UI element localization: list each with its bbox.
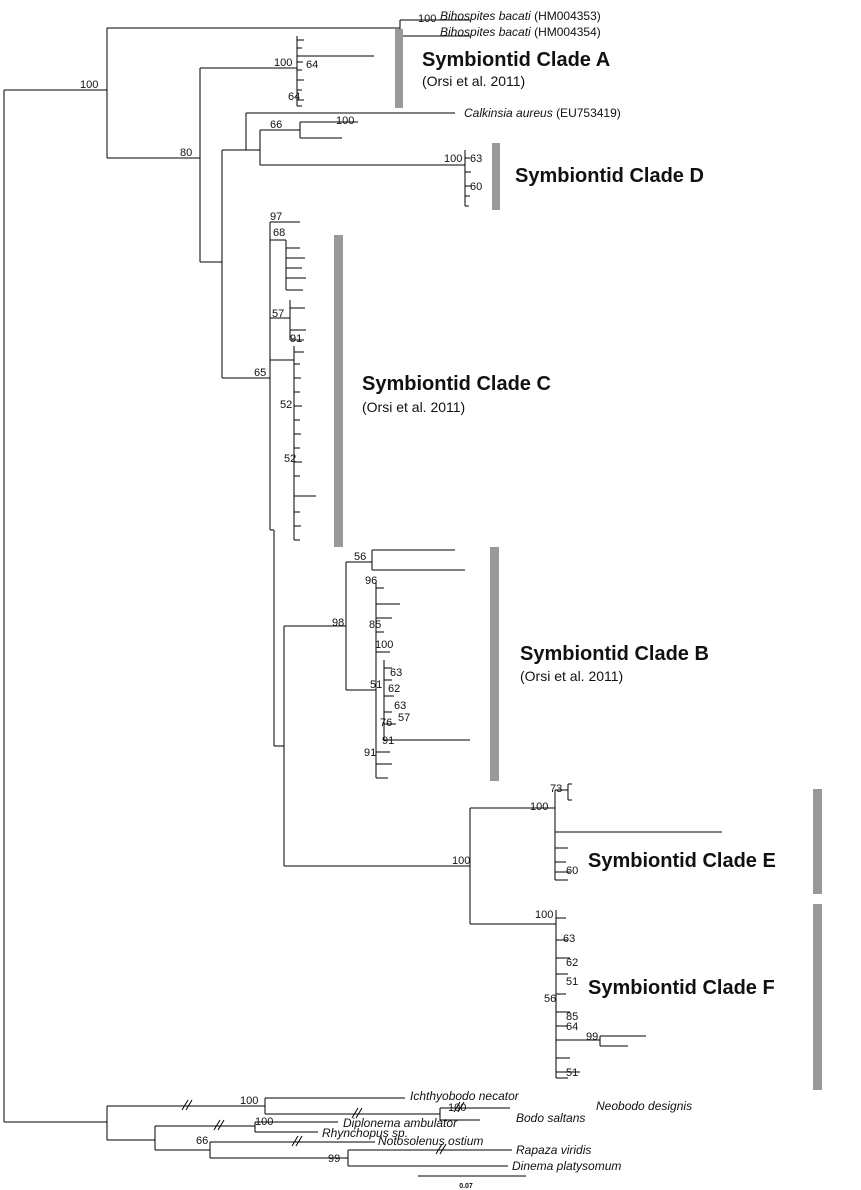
- bootstrap-label: 66: [196, 1135, 208, 1147]
- bootstrap-label: 63: [470, 153, 482, 165]
- clade-labels: Symbiontid Clade A (Orsi et al. 2011) Sy…: [362, 49, 776, 999]
- bootstrap-label: 100: [530, 801, 548, 813]
- clade-c-title: Symbiontid Clade C: [362, 373, 551, 395]
- bootstrap-label: 100: [535, 909, 553, 921]
- bootstrap-label: 97: [270, 211, 282, 223]
- bootstrap-label: 60: [566, 865, 578, 877]
- clade-f-bar: [813, 904, 822, 1090]
- clade-a-title: Symbiontid Clade A: [422, 49, 610, 71]
- bootstrap-label: 64: [306, 59, 318, 71]
- bootstrap-label: 68: [273, 227, 285, 239]
- clade-c-bar: [334, 235, 343, 547]
- tree-branches: [3, 19, 722, 1177]
- bootstrap-label: 100: [274, 57, 292, 69]
- taxon-rapaza: Rapaza viridis: [516, 1143, 591, 1157]
- bootstrap-label: 98: [332, 617, 344, 629]
- clade-a-subtitle: (Orsi et al. 2011): [422, 73, 525, 89]
- clade-b-title: Symbiontid Clade B: [520, 643, 709, 665]
- clade-b-subtitle: (Orsi et al. 2011): [520, 668, 623, 684]
- scale-bar-label: 0.07: [459, 1183, 473, 1190]
- bootstrap-label: 66: [270, 119, 282, 131]
- bootstrap-label: 91: [290, 333, 302, 345]
- bootstrap-label: 96: [365, 575, 377, 587]
- bootstrap-label: 56: [544, 993, 556, 1005]
- clade-b-bar: [490, 547, 499, 781]
- bootstrap-label: 60: [470, 181, 482, 193]
- bootstrap-label: 85: [369, 619, 381, 631]
- taxon-diplonema: Diplonema ambulator: [343, 1116, 458, 1130]
- clade-c-subtitle: (Orsi et al. 2011): [362, 399, 465, 415]
- taxon-neobodo: Neobodo designis: [596, 1099, 692, 1113]
- bootstrap-label: 76: [380, 717, 392, 729]
- bootstrap-label: 57: [398, 712, 410, 724]
- bootstrap-label: 57: [272, 308, 284, 320]
- bootstrap-label: 91: [364, 747, 376, 759]
- clade-bars: [334, 29, 822, 1090]
- bootstrap-label: 100: [448, 1102, 466, 1114]
- bootstrap-label: 63: [390, 667, 402, 679]
- clade-f-title: Symbiontid Clade F: [588, 977, 775, 999]
- bootstrap-label: 100: [80, 79, 98, 91]
- bootstrap-label: 63: [394, 700, 406, 712]
- bootstrap-label: 62: [388, 683, 400, 695]
- clade-d-bar: [492, 143, 500, 210]
- taxon-rhynchopus: Rhynchopus sp.: [322, 1126, 408, 1140]
- bootstrap-label: 51: [566, 976, 578, 988]
- taxon-bihospites-2: Bihospites bacati (HM004354): [440, 25, 601, 39]
- clade-e-title: Symbiontid Clade E: [588, 850, 776, 872]
- taxon-bihospites-1: Bihospites bacati (HM004353): [440, 9, 601, 23]
- bootstrap-label: 63: [563, 933, 575, 945]
- bootstrap-label: 64: [288, 91, 300, 103]
- clade-e-bar: [813, 789, 822, 894]
- taxon-dinema: Dinema platysomum: [512, 1159, 621, 1173]
- bootstrap-label: 56: [354, 551, 366, 563]
- bootstrap-label: 91: [382, 735, 394, 747]
- bootstrap-label: 100: [452, 855, 470, 867]
- clade-d-title: Symbiontid Clade D: [515, 165, 704, 187]
- bootstrap-label: 80: [180, 147, 192, 159]
- bootstrap-label: 52: [284, 453, 296, 465]
- bootstrap-label: 51: [566, 1067, 578, 1079]
- bootstrap-label: 100: [336, 115, 354, 127]
- bootstrap-label: 100: [444, 153, 462, 165]
- bootstrap-label: 100: [255, 1116, 273, 1128]
- bootstrap-label: 99: [328, 1153, 340, 1165]
- bootstrap-label: 64: [566, 1021, 578, 1033]
- bootstrap-label: 85: [566, 1011, 578, 1023]
- bootstrap-label: 100: [375, 639, 393, 651]
- taxon-bodo: Bodo saltans: [516, 1111, 585, 1125]
- taxon-ichthyobodo: Ichthyobodo necator: [410, 1089, 520, 1103]
- bootstrap-label: 100: [240, 1095, 258, 1107]
- bootstrap-label: 62: [566, 957, 578, 969]
- bootstrap-label: 100: [418, 13, 436, 25]
- bootstrap-label: 51: [370, 679, 382, 691]
- bootstrap-labels: 100 100 80 100 64 64 66 100 100 63 60 97…: [80, 13, 598, 1165]
- taxon-calkinsia: Calkinsia aureus (EU753419): [464, 106, 621, 120]
- bootstrap-label: 65: [254, 367, 266, 379]
- clade-a-bar: [395, 29, 403, 108]
- bootstrap-label: 73: [550, 783, 562, 795]
- taxon-notosolenus: Notosolenus ostium: [378, 1134, 483, 1148]
- taxon-labels: Bihospites bacati (HM004353) Bihospites …: [322, 9, 692, 1173]
- bootstrap-label: 52: [280, 399, 292, 411]
- bootstrap-label: 99: [586, 1031, 598, 1043]
